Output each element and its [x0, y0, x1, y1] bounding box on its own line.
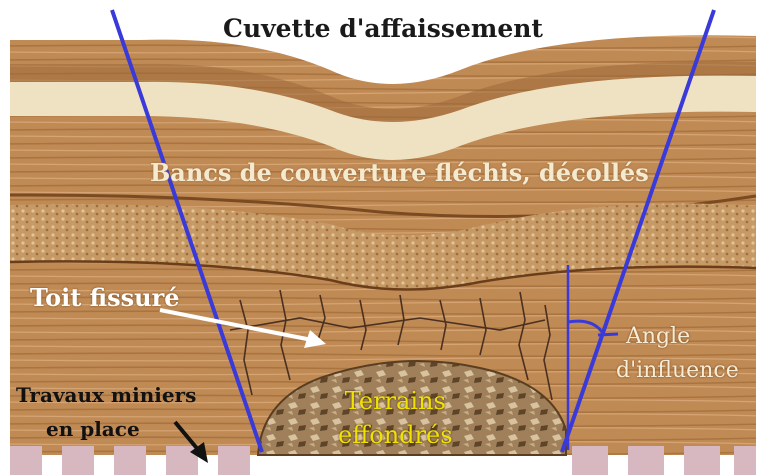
layers-label: Bancs de couverture fléchis, décollés: [150, 158, 649, 187]
works-label-line2: en place: [16, 412, 196, 446]
collapsed-label-line2: effondrés: [338, 418, 453, 452]
angle-label: Angle d'influence: [616, 320, 739, 388]
angle-label-line2: d'influence: [616, 354, 739, 388]
works-label: Travaux miniers en place: [16, 378, 196, 446]
angle-pointer: [598, 334, 618, 335]
works-label-line1: Travaux miniers: [16, 378, 196, 412]
collapsed-label: Terrains effondrés: [338, 384, 453, 452]
title-label: Cuvette d'affaissement: [0, 14, 766, 43]
roof-label: Toit fissuré: [30, 283, 180, 312]
collapsed-label-line1: Terrains: [338, 384, 453, 418]
angle-label-line1: Angle: [616, 320, 739, 354]
